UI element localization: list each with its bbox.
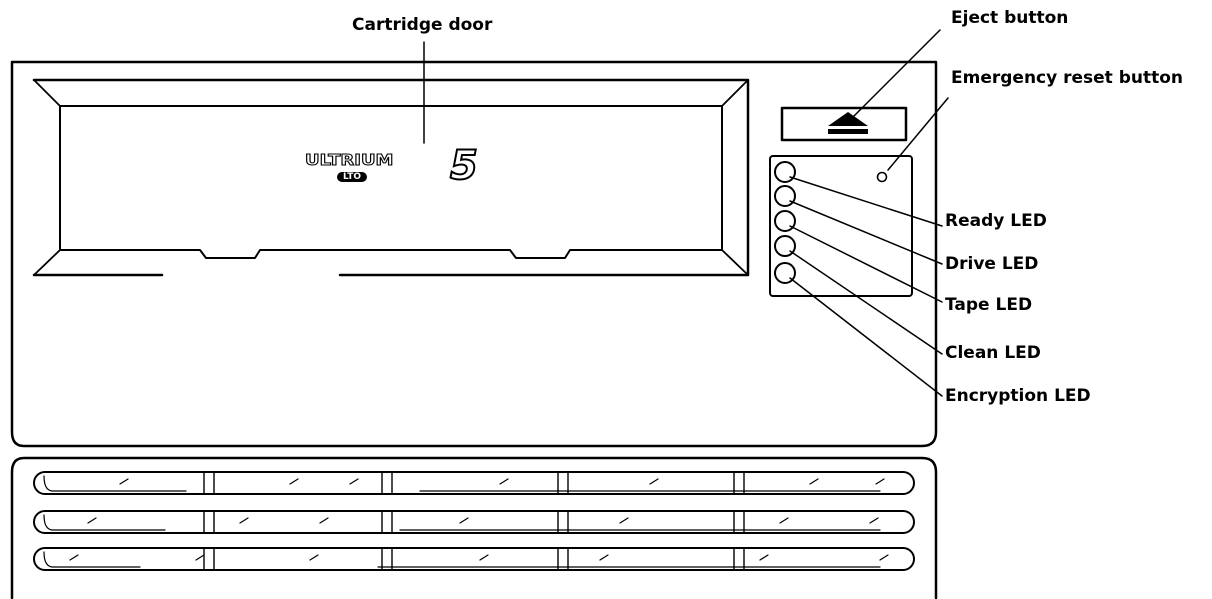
cartridge-door <box>59 105 723 259</box>
drive-bezel-lower <box>10 456 938 599</box>
tape-led <box>774 210 796 232</box>
eject-button <box>780 106 908 142</box>
vent-slot <box>33 547 915 571</box>
generation-number: 5 <box>449 143 479 189</box>
drive-bezel-upper <box>10 60 938 448</box>
eject-icon <box>828 112 868 134</box>
label-drive-led: Drive LED <box>945 254 1039 274</box>
label-tape-led: Tape LED <box>945 295 1033 315</box>
drive-led <box>774 185 796 207</box>
label-encryption-led: Encryption LED <box>945 386 1091 406</box>
label-emergency-reset-button: Emergency reset button <box>951 68 1184 88</box>
encryption-led <box>774 262 796 284</box>
vent-slot <box>33 471 915 495</box>
vent-slots <box>33 471 915 571</box>
callout-lines <box>423 29 949 397</box>
emergency-reset-button <box>876 171 888 183</box>
label-eject-button: Eject button <box>951 8 1069 28</box>
vent-slot <box>33 510 915 534</box>
clean-led <box>774 235 796 257</box>
label-clean-led: Clean LED <box>945 343 1041 363</box>
lto-logo-text: LTO <box>337 172 368 182</box>
cartridge-door-frame <box>32 78 750 277</box>
ready-led <box>774 161 796 183</box>
label-ready-led: Ready LED <box>945 211 1047 231</box>
led-panel <box>769 155 913 297</box>
ultrium-logo-text: ULTRIUM <box>304 151 394 170</box>
label-cartridge-door: Cartridge door <box>352 15 493 35</box>
